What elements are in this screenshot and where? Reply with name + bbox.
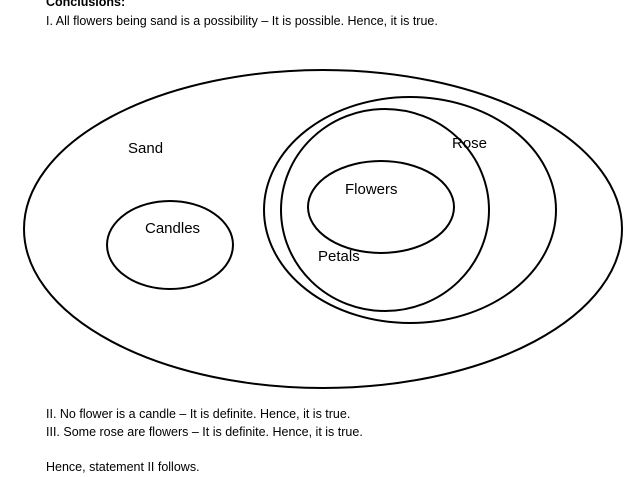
conclusions-heading: Conclusions:	[46, 0, 126, 9]
conclusion-2: II. No flower is a candle – It is defini…	[46, 407, 351, 421]
sand-label: Sand	[128, 140, 163, 157]
sand-set	[23, 69, 623, 389]
candles-label: Candles	[145, 220, 200, 237]
conclusion-3: III. Some rose are flowers – It is defin…	[46, 425, 363, 439]
candles-set	[106, 200, 234, 290]
petals-label: Petals	[318, 248, 360, 265]
flowers-set	[307, 160, 455, 254]
flowers-label: Flowers	[345, 181, 398, 198]
rose-label: Rose	[452, 135, 487, 152]
final-statement: Hence, statement II follows.	[46, 460, 200, 474]
petals-set	[280, 108, 490, 312]
conclusion-1: I. All flowers being sand is a possibili…	[46, 14, 438, 28]
rose-set	[263, 96, 557, 324]
